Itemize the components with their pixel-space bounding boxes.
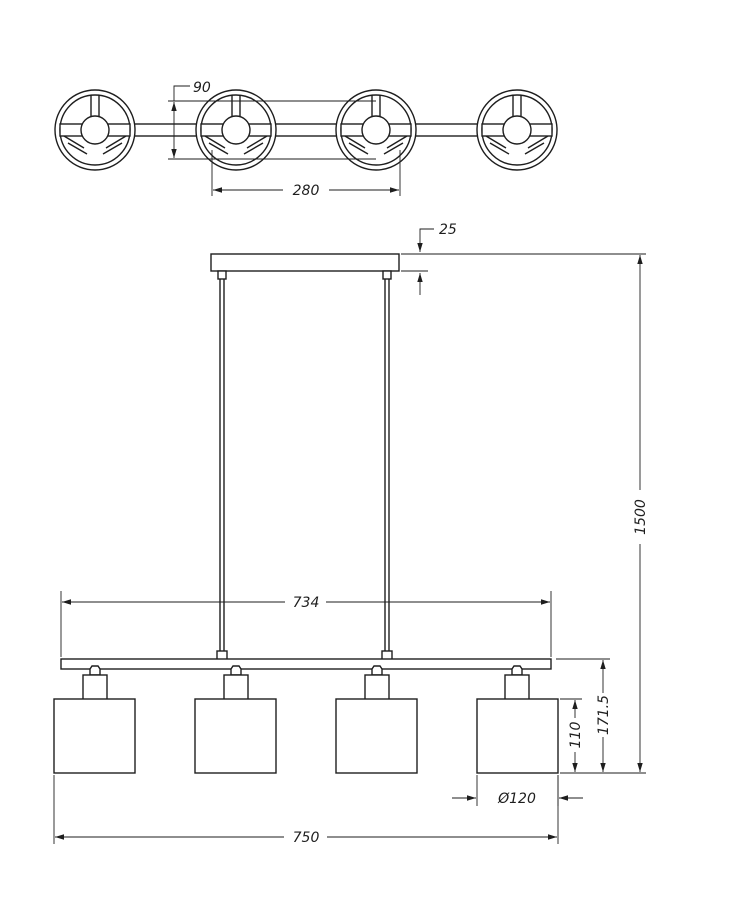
ceiling-canopy xyxy=(210,253,400,272)
dimension-top-spacing: 280 xyxy=(211,150,401,199)
front-lamp-3 xyxy=(335,665,418,774)
front-view: 25 1500 734 171.5 xyxy=(53,222,649,846)
dimension-top-height: 90 xyxy=(168,80,376,160)
dimension-shade-height-label: 110 xyxy=(568,722,584,749)
top-view: 90 280 xyxy=(54,80,558,199)
horizontal-bar xyxy=(60,658,552,670)
dimension-bar-length: 734 xyxy=(60,591,552,657)
front-lamp-4 xyxy=(476,665,559,774)
canopy-cable-clamp-right xyxy=(382,270,392,280)
dimension-top-height-label: 90 xyxy=(193,80,211,96)
dimension-shade-height: 110 xyxy=(560,698,584,772)
top-view-shade-2 xyxy=(195,89,277,171)
dimension-total-height-label: 1500 xyxy=(633,499,649,535)
top-view-shade-4 xyxy=(476,89,558,171)
dimension-canopy-thickness-label: 25 xyxy=(439,222,457,238)
dimension-total-width-label: 750 xyxy=(293,830,320,846)
front-lamp-1 xyxy=(53,665,136,774)
top-view-shade-1 xyxy=(54,89,136,171)
dimension-top-spacing-label: 280 xyxy=(293,183,320,199)
dimension-lamp-height: 171.5 xyxy=(556,658,612,772)
dimension-total-height: 1500 xyxy=(402,253,649,774)
dimension-lamp-height-label: 171.5 xyxy=(596,695,612,735)
canopy-cable-clamp-left xyxy=(217,270,227,280)
dimension-shade-diameter-label: Ø120 xyxy=(497,791,536,807)
dimension-canopy-thickness: 25 xyxy=(401,222,457,295)
front-lamp-2 xyxy=(194,665,277,774)
dimension-bar-length-label: 734 xyxy=(293,595,320,611)
dimension-total-width: 750 xyxy=(53,775,559,846)
dimension-shade-diameter: Ø120 xyxy=(452,775,583,807)
top-view-shade-3 xyxy=(335,89,417,171)
